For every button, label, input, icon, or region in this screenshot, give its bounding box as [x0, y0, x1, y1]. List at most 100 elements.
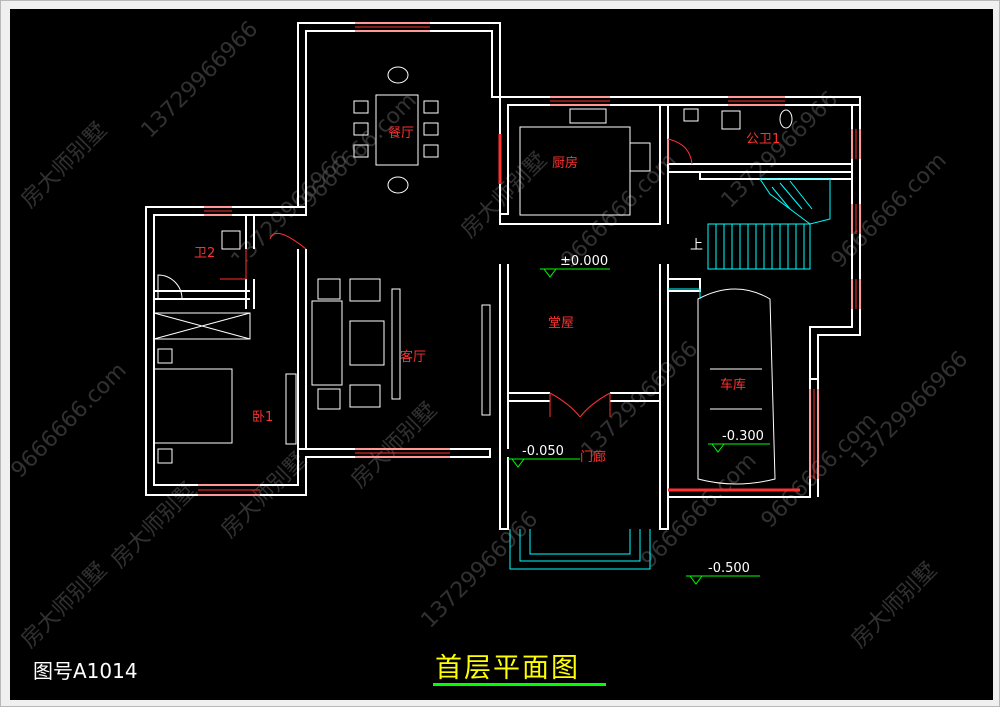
level-main: ±0.000 [560, 254, 608, 269]
sink [569, 108, 607, 124]
armchair [349, 278, 381, 302]
nightstand [157, 448, 173, 464]
cad-canvas: 房大师别墅 13729966966 13729966966 9666666.co… [10, 9, 993, 700]
stair-wall [699, 172, 852, 180]
toilet [779, 109, 793, 129]
watermark: 9666666.com [10, 358, 132, 483]
watermark: 房大师别墅 [17, 558, 112, 653]
window [809, 389, 819, 479]
garage-step [668, 288, 701, 299]
chair [423, 122, 439, 136]
hall-wall [499, 264, 509, 449]
stair-up-label: 上 [690, 238, 703, 253]
level-mark-porch [508, 458, 580, 468]
watermark: 9666666.com [297, 88, 422, 213]
living-partition [297, 249, 307, 449]
stair-flight [707, 223, 811, 270]
level-mark-outdoor [686, 575, 760, 585]
title-underline [433, 683, 606, 686]
bed [153, 368, 233, 444]
living-door-swing [269, 232, 307, 250]
wardrobe [153, 312, 251, 340]
tv-cabinet [481, 304, 491, 416]
watermark: 房大师别墅 [17, 118, 112, 213]
chair [387, 176, 409, 194]
level-marks [508, 268, 770, 585]
porch-west-wall [499, 449, 509, 530]
garage-wall [668, 278, 701, 292]
window [355, 448, 450, 458]
window [204, 206, 232, 216]
washbasin [221, 230, 241, 250]
counter [519, 126, 631, 216]
washing-machine [721, 110, 741, 130]
window [728, 96, 785, 106]
room-label-hall: 堂屋 [548, 316, 574, 331]
porch-steps [509, 529, 651, 570]
stair-treads [715, 224, 805, 269]
drawing-number: 图号A1014 [33, 659, 138, 683]
watermark: 13729966966 [577, 337, 704, 464]
room-label-public-bath: 公卫1 [746, 132, 780, 147]
porch-wall [508, 392, 660, 402]
chair [423, 144, 439, 158]
wall-layer [145, 22, 861, 530]
watermark: 房大师别墅 [107, 478, 202, 573]
room-label-living: 客厅 [400, 349, 426, 365]
room-label-garage: 车库 [720, 377, 746, 393]
window [355, 22, 430, 32]
room-label-kitchen: 厨房 [552, 155, 578, 171]
room-label-dining: 餐厅 [388, 125, 414, 141]
shower [157, 274, 183, 300]
nightstand [157, 348, 173, 364]
stair-layer [509, 178, 831, 570]
porch-door [549, 392, 611, 418]
level-mark-garage [708, 443, 770, 453]
bath-door [667, 138, 693, 165]
garage-south-wall [659, 496, 810, 530]
room-label-porch: 门廊 [580, 449, 606, 465]
bath-wall [668, 163, 852, 173]
plan-title: 首层平面图 [435, 653, 580, 684]
watermark: 13729966966 [417, 507, 544, 634]
window [851, 204, 861, 234]
watermark: 13729966966 [137, 17, 264, 144]
washbasin [683, 108, 699, 122]
chair [353, 122, 369, 136]
floor-plan: 房大师别墅 13729966966 13729966966 9666666.co… [10, 17, 973, 654]
chair [353, 144, 369, 158]
watermark: 9666666.com [637, 448, 762, 573]
car-windows [710, 368, 762, 410]
wardrobe-cross [153, 312, 251, 340]
window [851, 279, 861, 309]
room-label-bedroom1: 卧1 [252, 410, 273, 425]
level-porch: -0.050 [522, 444, 564, 459]
bath2-wall [154, 215, 255, 309]
stair-landing [759, 178, 831, 225]
chair [353, 100, 369, 114]
window [550, 96, 610, 106]
furniture-layer [153, 66, 793, 485]
desk [285, 373, 297, 445]
side-table [317, 388, 341, 410]
bath2-door [220, 249, 247, 280]
chair [423, 100, 439, 114]
coffee-table [349, 320, 385, 366]
rug-edge [391, 288, 401, 400]
car-outline [697, 288, 776, 485]
dining-table [375, 94, 419, 166]
watermark: 房大师别墅 [457, 148, 552, 243]
side-table [317, 278, 341, 300]
room-label-bath2: 卫2 [194, 246, 215, 261]
window-layer [198, 22, 861, 496]
level-garage: -0.300 [722, 429, 764, 444]
chair [387, 66, 409, 84]
armchair [349, 384, 381, 408]
sofa [311, 300, 343, 386]
level-mark-main [540, 268, 610, 278]
hall-east-wall [659, 264, 669, 509]
watermark: 房大师别墅 [847, 558, 942, 653]
window [851, 129, 861, 159]
watermark: 9666666.com [827, 148, 952, 273]
